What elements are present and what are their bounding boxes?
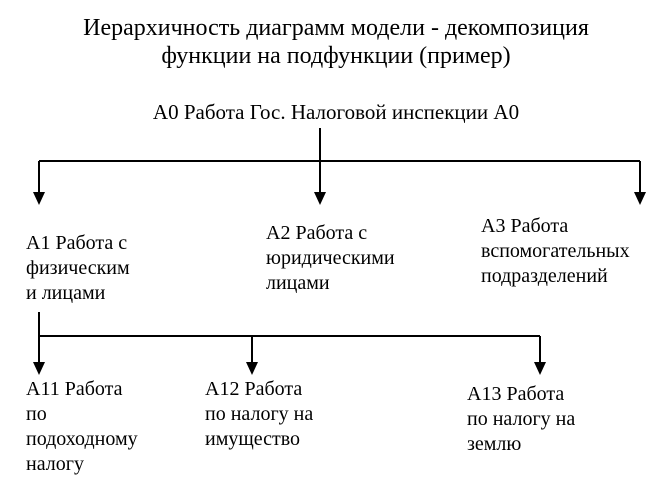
node-a12-line-1: А12 Работа <box>205 378 303 400</box>
node-a3-line-3: подразделений <box>481 265 608 287</box>
node-a3: А3 Работа вспомогательных подразделений <box>481 214 630 289</box>
a12-arrowhead <box>246 362 258 375</box>
node-a13-line-1: А13 Работа <box>467 383 565 405</box>
node-a2-line-3: лицами <box>266 272 330 294</box>
a3-arrowhead <box>634 192 646 205</box>
node-a0: А0 Работа Гос. Налоговой инспекции А0 <box>0 100 672 125</box>
node-a12-line-2: по налогу на <box>205 403 314 425</box>
node-a13-line-3: землю <box>467 433 522 455</box>
title-line-1: Иерархичность диаграмм модели - декомпоз… <box>83 15 589 41</box>
node-a1-line-1: А1 Работа с <box>26 232 128 254</box>
node-a1: А1 Работа с физическим и лицами <box>26 231 130 306</box>
node-a13-line-2: по налогу на <box>467 408 576 430</box>
a13-arrowhead <box>534 362 546 375</box>
node-a12-line-3: имущество <box>205 428 301 450</box>
node-a11: А11 Работа по подоходному налогу <box>26 377 138 477</box>
title-line-2: функции на подфункции (пример) <box>161 43 511 69</box>
a11-arrowhead <box>33 362 45 375</box>
node-a2-line-1: А2 Работа с <box>266 222 368 244</box>
a2-arrowhead <box>314 192 326 205</box>
node-a1-line-2: физическим <box>26 257 130 279</box>
a1-arrowhead <box>33 192 45 205</box>
node-a11-line-3: подоходному <box>26 428 138 450</box>
node-a13: А13 Работа по налогу на землю <box>467 382 575 457</box>
node-a11-line-1: А11 Работа <box>26 378 123 400</box>
node-a12: А12 Работа по налогу на имущество <box>205 377 313 452</box>
node-a11-line-2: по <box>26 403 47 425</box>
node-a3-line-2: вспомогательных <box>481 240 630 262</box>
node-a2-line-2: юридическими <box>266 247 395 269</box>
node-a3-line-1: А3 Работа <box>481 215 569 237</box>
node-a11-line-4: налогу <box>26 453 84 475</box>
node-a1-line-3: и лицами <box>26 282 106 304</box>
node-a0-label: А0 Работа Гос. Налоговой инспекции А0 <box>152 100 520 124</box>
node-a2: А2 Работа с юридическими лицами <box>266 221 395 296</box>
diagram-title: Иерархичность диаграмм модели - декомпоз… <box>0 14 672 70</box>
